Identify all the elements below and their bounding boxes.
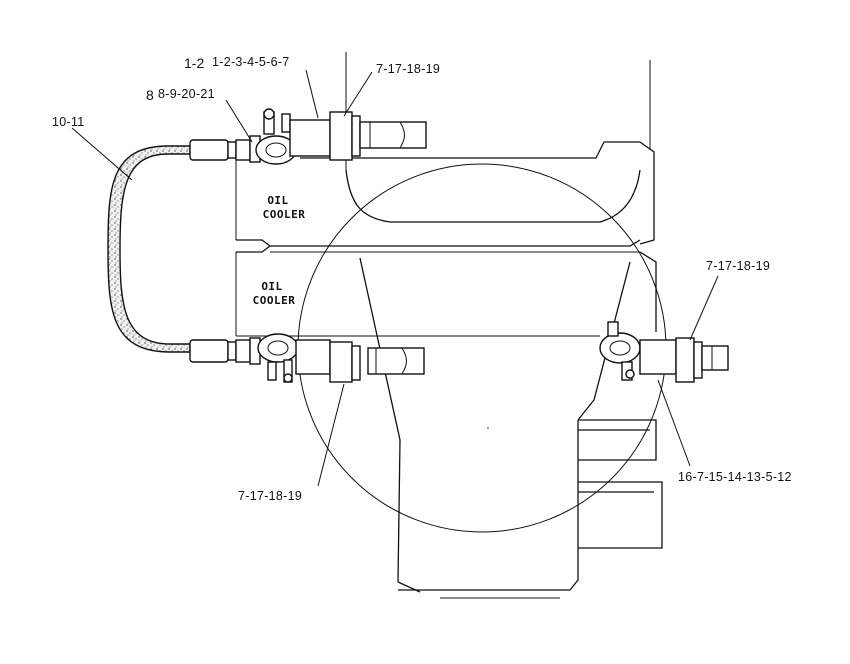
- callouts: 1-2 1-2-3-4-5-6-7 7-17-18-19 8 8-9-20-21…: [52, 55, 792, 503]
- callout-fitting-group: 8-9-20-21: [158, 87, 215, 101]
- leader-lines: [71, 69, 719, 487]
- right-elbow-flange: [599, 321, 729, 383]
- upper-cooler-label-line2: COOLER: [263, 208, 306, 221]
- upper-cooler-label-line1: OIL: [267, 194, 288, 207]
- callout-top-group: 1-2-3-4-5-6-7: [212, 55, 290, 69]
- callout-top-right: 7-17-18-19: [376, 62, 440, 76]
- hose-assembly: [107, 139, 251, 363]
- callout-right-lower: 16-7-15-14-13-5-12: [678, 470, 792, 484]
- lower-oil-cooler: OIL COOLER: [253, 280, 296, 307]
- callout-lower-flange: 7-17-18-19: [238, 489, 302, 503]
- lower-cooler-label-line2: COOLER: [253, 294, 296, 307]
- callout-fitting-prefix: 8: [146, 87, 154, 103]
- callout-hose: 10-11: [52, 115, 85, 129]
- lower-cooler-label-line1: OIL: [261, 280, 282, 293]
- callout-top-prefix: 1-2: [184, 55, 204, 71]
- upper-oil-cooler: OIL COOLER: [263, 194, 306, 221]
- lower-elbow-flange: [249, 333, 425, 383]
- upper-elbow-flange: [249, 108, 427, 165]
- callout-right-flange: 7-17-18-19: [706, 259, 770, 273]
